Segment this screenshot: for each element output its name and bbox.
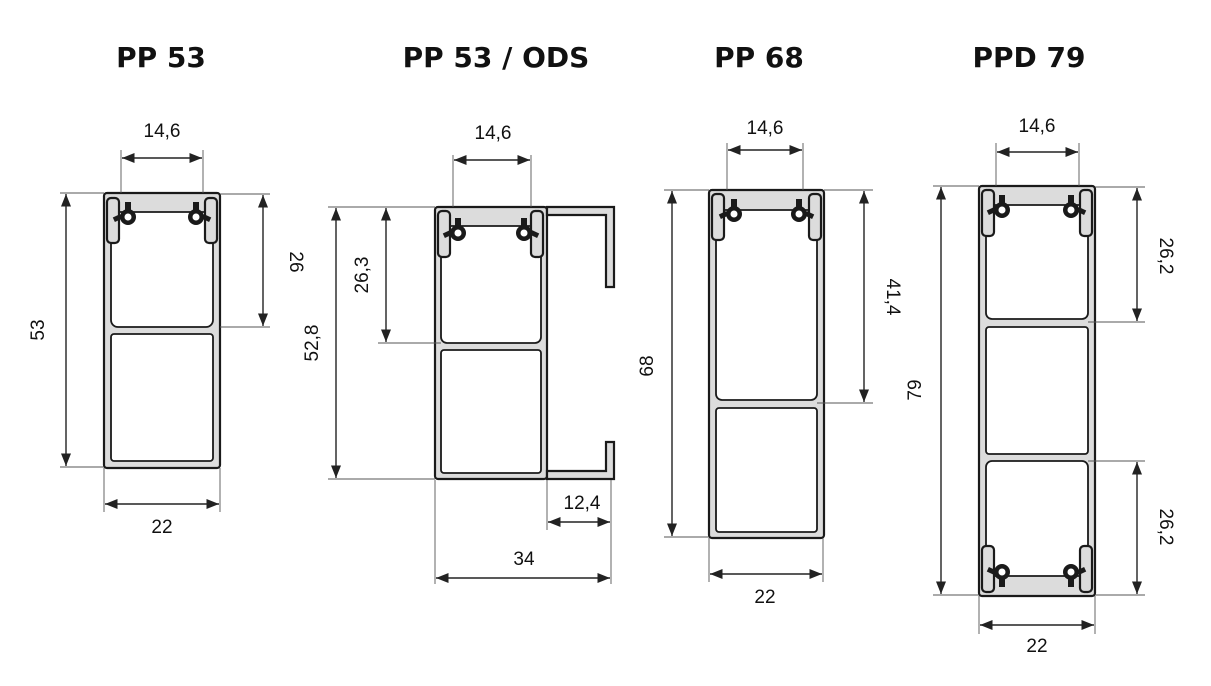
dim-top-width: 14,6 bbox=[475, 123, 512, 144]
dim-channel: 12,4 bbox=[564, 493, 601, 514]
dim-upper: 26 bbox=[285, 251, 306, 272]
lower-chamber bbox=[110, 333, 214, 462]
dim-bottom-width: 34 bbox=[513, 549, 535, 570]
profile-pp53: PP 53 14,6 53 26 22 bbox=[28, 41, 306, 538]
lower-chamber bbox=[440, 349, 542, 474]
dim-height: 52,8 bbox=[302, 325, 323, 362]
dim-top-width: 14,6 bbox=[144, 121, 181, 142]
dim-height: 79 bbox=[905, 379, 926, 400]
upper-chamber bbox=[440, 225, 542, 344]
dim-bottom-width: 22 bbox=[151, 517, 172, 538]
dim-bottom-width: 22 bbox=[1026, 636, 1047, 657]
profile-pp53-ods: PP 53 / ODS 14,6 26,3 52,8 12,4 34 bbox=[302, 41, 616, 584]
lower-chamber bbox=[715, 407, 818, 533]
upper-chamber bbox=[985, 204, 1089, 320]
profile-title: PP 53 / ODS bbox=[403, 41, 590, 74]
seal-groove bbox=[203, 196, 219, 245]
profile-ppd79: PPD 79 14,6 79 26,2 26,2 22 bbox=[905, 41, 1176, 657]
dim-top-width: 14,6 bbox=[1019, 116, 1056, 137]
seal-groove bbox=[105, 196, 121, 245]
side-channel bbox=[545, 205, 616, 289]
profile-title: PPD 79 bbox=[973, 41, 1086, 74]
dim-height: 68 bbox=[637, 355, 658, 376]
upper-chamber bbox=[715, 209, 818, 401]
profile-title: PP 68 bbox=[714, 41, 804, 74]
dim-top-width: 14,6 bbox=[747, 118, 784, 139]
profile-title: PP 53 bbox=[116, 41, 206, 74]
middle-chamber bbox=[985, 326, 1089, 455]
dim-upper: 26,3 bbox=[352, 257, 373, 294]
upper-chamber bbox=[110, 211, 214, 328]
dim-upper: 41,4 bbox=[882, 279, 903, 316]
dim-upper: 26,2 bbox=[1155, 238, 1176, 275]
dim-height: 53 bbox=[28, 319, 49, 340]
lower-chamber bbox=[985, 460, 1089, 577]
dim-lower: 26,2 bbox=[1155, 509, 1176, 546]
profile-pp68: PP 68 14,6 68 41,4 22 bbox=[637, 41, 903, 608]
side-channel bbox=[545, 440, 616, 481]
dim-bottom-width: 22 bbox=[754, 587, 775, 608]
